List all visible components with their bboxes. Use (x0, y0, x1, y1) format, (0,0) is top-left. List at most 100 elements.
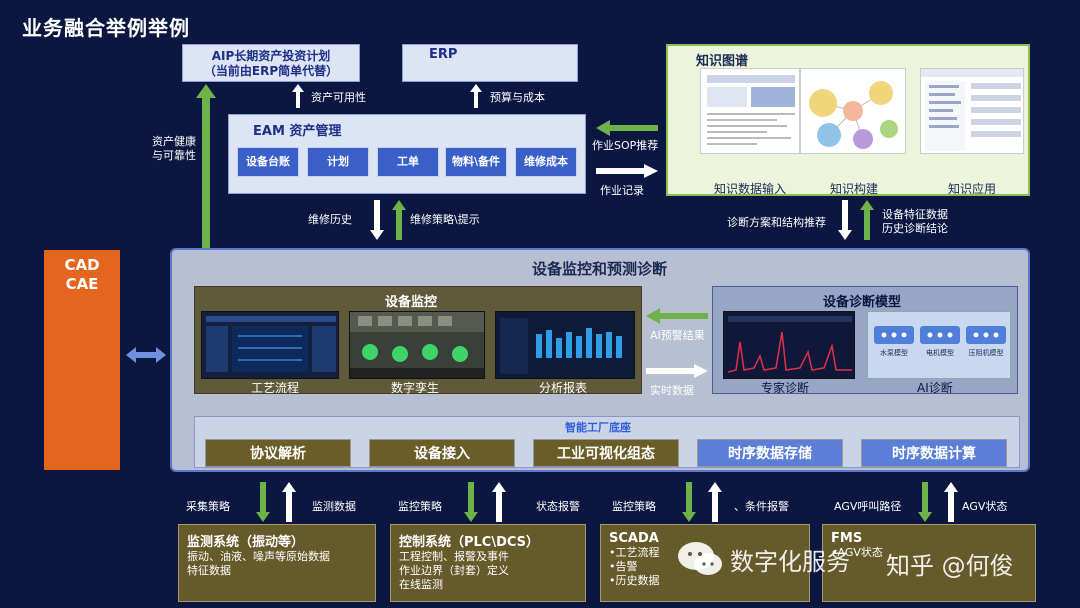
flow-down-label-4: AGV呼叫路径 (834, 500, 902, 513)
control-system-box: 控制系统（PLC\DCS） 工程控制、报警及事件 作业边界（封套）定义 在线监测 (390, 524, 586, 602)
model-icon (966, 326, 1006, 344)
maint-strategy-label: 维修策略\提示 (410, 213, 480, 226)
diag-plan-label: 诊断方案和结构推荐 (727, 216, 826, 229)
fms-box: FMS •AGV状态 (822, 524, 1036, 602)
flow-down-label-1: 采集策略 (186, 500, 230, 513)
system-line: •告警 (609, 560, 638, 573)
arrow-down-icon (464, 482, 478, 522)
cad-label: CAD (64, 256, 100, 274)
eam-cell-plan[interactable]: 计划 (307, 147, 369, 177)
base-title: 智能工厂底座 (565, 421, 631, 434)
expert-diagnosis-screenshot (723, 311, 855, 379)
main-title: 设备监控和预测诊断 (532, 260, 668, 278)
cad-cae-box: CAD CAE (44, 250, 120, 470)
system-line: 特征数据 (187, 564, 231, 577)
eam-cell-cost[interactable]: 维修成本 (515, 147, 577, 177)
ai-model-pump: 水泵模型 (874, 326, 914, 358)
kg-input-image (700, 68, 800, 154)
analysis-report-screenshot (495, 311, 635, 379)
watermark-text: 数字化服务 (730, 548, 850, 576)
ts-compute-pill: 时序数据计算 (861, 439, 1007, 467)
diagnosis-model-panel: 设备诊断模型 水泵模型 电机模型 压阻机模型 专家诊断 AI诊断 (712, 286, 1018, 395)
flow-down-label-2: 监控策略 (398, 500, 442, 513)
system-title: 控制系统（PLC\DCS） (399, 535, 540, 550)
arrow-left-icon (646, 308, 708, 324)
monitor-caption-report: 分析报表 (539, 381, 588, 395)
ai-model-compressor-label: 压阻机模型 (968, 349, 1004, 357)
diag-title: 设备诊断模型 (823, 295, 902, 310)
maint-history-label: 维修历史 (308, 213, 352, 226)
double-arrow-icon (126, 347, 166, 363)
diag-caption-ai: AI诊断 (917, 381, 953, 395)
watermark-zhihu: 知乎 @何俊 (886, 552, 1014, 580)
arrow-up-icon (282, 482, 296, 522)
system-line: 在线监测 (399, 578, 443, 591)
ai-alarm-label: AI预警结果 (650, 329, 705, 342)
process-flow-screenshot (201, 311, 339, 379)
visual-config-pill: 工业可视化组态 (533, 439, 679, 467)
monitoring-system-box: 监测系统（振动等） 振动、油液、噪声等原始数据 特征数据 (178, 524, 376, 602)
ai-diagnosis-area: 水泵模型 电机模型 压阻机模型 (867, 311, 1011, 379)
kg-app-image (920, 68, 1024, 154)
kg-caption-build: 知识构建 (829, 182, 878, 196)
flow-up-label-2: 状态报警 (536, 500, 580, 513)
model-icon (920, 326, 960, 344)
asset-health-label: 资产健康 与可靠性 (152, 135, 196, 162)
eam-title: EAM 资产管理 (253, 124, 342, 139)
ai-model-motor: 电机模型 (920, 326, 960, 358)
system-line: •历史数据 (609, 574, 660, 587)
device-access-pill: 设备接入 (369, 439, 515, 467)
arrow-left-icon (596, 120, 658, 136)
eam-cell-ledger[interactable]: 设备台账 (237, 147, 299, 177)
system-line: •工艺流程 (609, 546, 660, 559)
arrow-down-icon (370, 200, 384, 240)
page-title: 业务融合举例举例 (22, 16, 190, 40)
monitor-caption-process: 工艺流程 (251, 381, 300, 395)
system-line: 工程控制、报警及事件 (399, 550, 509, 563)
aip-box: AIP长期资产投资计划 （当前由ERP简单代替） (182, 44, 360, 82)
ai-model-motor-label: 电机模型 (926, 349, 954, 357)
flow-up-label-1: 监测数据 (312, 500, 356, 513)
feature-data-label: 设备特征数据 历史诊断结论 (882, 208, 948, 235)
system-line: 作业边界（封套）定义 (399, 564, 509, 577)
kg-build-image (800, 68, 906, 154)
aip-line2: （当前由ERP简单代替） (203, 64, 339, 78)
system-line: 振动、油液、噪声等原始数据 (187, 550, 330, 563)
scada-box: SCADA •工艺流程 •告警 •历史数据 (600, 524, 810, 602)
digital-twin-screenshot (349, 311, 485, 379)
eam-cell-spares[interactable]: 物料\备件 (445, 147, 507, 177)
monitoring-diagnosis-panel: 设备监控和预测诊断 设备监控 工艺流程 数字孪生 分析报表 AI预警结果 实时数… (170, 248, 1030, 472)
eam-panel: EAM 资产管理 设备台账 计划 工单 物料\备件 维修成本 (228, 114, 586, 194)
asset-available-label: 资产可用性 (311, 91, 366, 104)
ai-model-pump-label: 水泵模型 (880, 349, 908, 357)
realtime-data-label: 实时数据 (650, 384, 694, 397)
arrow-up-icon (944, 482, 958, 522)
system-title: 监测系统（振动等） (187, 535, 305, 550)
protocol-parse-pill: 协议解析 (205, 439, 351, 467)
knowledge-graph-title: 知识图谱 (696, 54, 749, 69)
kg-caption-input: 知识数据输入 (713, 182, 786, 196)
flow-down-label-3: 监控策略 (612, 500, 656, 513)
arrow-right-icon (596, 164, 658, 178)
monitor-caption-twin: 数字孪生 (391, 381, 440, 395)
ts-storage-pill: 时序数据存储 (697, 439, 843, 467)
arrow-down-icon (918, 482, 932, 522)
arrow-up-icon (860, 200, 874, 240)
arrow-right-icon (646, 364, 708, 378)
ai-model-compressor: 压阻机模型 (966, 326, 1006, 358)
aip-line1: AIP长期资产投资计划 (211, 49, 331, 63)
arrow-up-icon (492, 482, 506, 522)
budget-cost-label: 预算与成本 (490, 91, 545, 104)
model-icon (874, 326, 914, 344)
diag-caption-expert: 专家诊断 (761, 381, 810, 395)
monitor-title: 设备监控 (385, 295, 438, 310)
flow-up-label-3: 、条件报警 (734, 500, 789, 513)
erp-label: ERP (429, 47, 458, 62)
device-monitor-panel: 设备监控 工艺流程 数字孪生 分析报表 (194, 286, 642, 395)
knowledge-graph-panel: 知识图谱 知识数据输入 知识构建 知识应用 (666, 44, 1030, 196)
system-title: FMS (831, 531, 863, 546)
erp-box: ERP (402, 44, 578, 82)
arrow-down-icon (256, 482, 270, 522)
sop-recommend-label: 作业SOP推荐 (592, 139, 659, 152)
eam-cell-workorder[interactable]: 工单 (377, 147, 439, 177)
